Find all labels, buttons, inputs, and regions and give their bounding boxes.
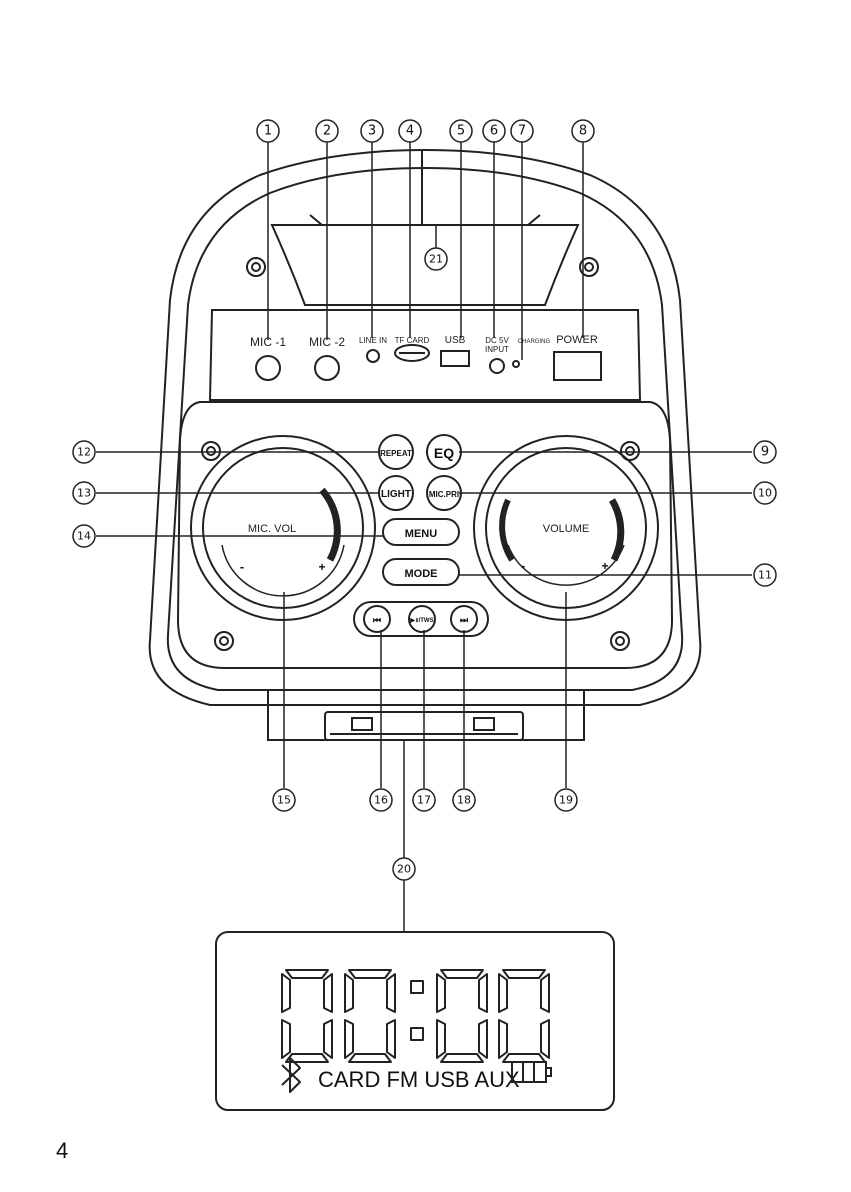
callout-19: 19 (559, 794, 573, 807)
charging-led (513, 361, 519, 367)
callout-11: 11 (758, 569, 772, 582)
callout-18: 18 (457, 794, 471, 807)
lcd-digit-4 (499, 970, 549, 1062)
top-panel (210, 310, 640, 400)
speaker-body (150, 150, 701, 740)
mic-vol-plus: + (318, 560, 325, 574)
mic-pri-label: MIC.PRI (429, 490, 459, 499)
lcd-colon-bottom (411, 1028, 423, 1040)
callout-10: 10 (758, 487, 772, 500)
callout-5: 5 (457, 124, 465, 139)
dc-input-label-2: INPUT (485, 345, 509, 354)
callout-3: 3 (368, 124, 376, 139)
ports (256, 345, 601, 380)
lcd-source-labels: CARD FM USB AUX (318, 1067, 520, 1092)
callout-4: 4 (406, 124, 414, 139)
callout-14: 14 (77, 530, 91, 543)
mic2-jack[interactable] (315, 356, 339, 380)
callout-8: 8 (579, 124, 587, 139)
bluetooth-icon (282, 1058, 300, 1092)
usb-label: USB (445, 335, 466, 346)
lcd-digits (282, 970, 549, 1062)
volume-minus: - (521, 558, 525, 573)
mic1-jack[interactable] (256, 356, 280, 380)
line-in-jack[interactable] (367, 350, 379, 362)
port-labels: MIC -1 MIC -2 LINE IN TF CARD USB DC 5V … (250, 334, 598, 354)
volume-label: VOLUME (543, 523, 589, 535)
lcd-digit-2 (345, 970, 395, 1062)
callout-12: 12 (77, 446, 91, 459)
line-in-label: LINE IN (359, 336, 387, 345)
lcd-digit-3 (437, 970, 487, 1062)
callout-7: 7 (518, 124, 526, 139)
light-label: LIGHT (381, 489, 411, 500)
handle-grip (272, 225, 578, 305)
repeat-label: REPEAT (380, 449, 412, 458)
usb-port[interactable] (441, 351, 469, 366)
mic-vol-label: MIC. VOL (248, 523, 296, 535)
tf-card-label: TF CARD (395, 336, 430, 345)
menu-label: MENU (405, 528, 437, 540)
mode-label: MODE (405, 568, 438, 580)
callout-6: 6 (490, 124, 498, 139)
callout-17: 17 (417, 794, 431, 807)
eq-label: EQ (434, 445, 454, 461)
page-number: 4 (56, 1138, 68, 1164)
dc-input-label: DC 5V (485, 336, 509, 345)
mic-vol-minus: - (240, 559, 244, 574)
lcd-colon-top (411, 981, 423, 993)
next-icon: ⏭ (460, 615, 469, 625)
callout-21: 21 (429, 253, 443, 266)
power-switch[interactable] (554, 352, 601, 380)
callout-2: 2 (323, 124, 331, 139)
lcd-digit-1 (282, 970, 332, 1062)
volume-plus: + (601, 559, 608, 573)
dc-input-jack[interactable] (490, 359, 504, 373)
callout-15: 15 (277, 794, 291, 807)
speaker-base (268, 690, 584, 740)
callout-1: 1 (264, 124, 272, 139)
prev-icon: ⏮ (373, 615, 381, 625)
callout-20: 20 (397, 863, 411, 876)
callout-13: 13 (77, 487, 91, 500)
callout-16: 16 (374, 794, 388, 807)
play-tws-label: ▶॥/TWS (409, 617, 433, 624)
power-label: POWER (556, 334, 598, 346)
callout-9: 9 (761, 445, 769, 460)
